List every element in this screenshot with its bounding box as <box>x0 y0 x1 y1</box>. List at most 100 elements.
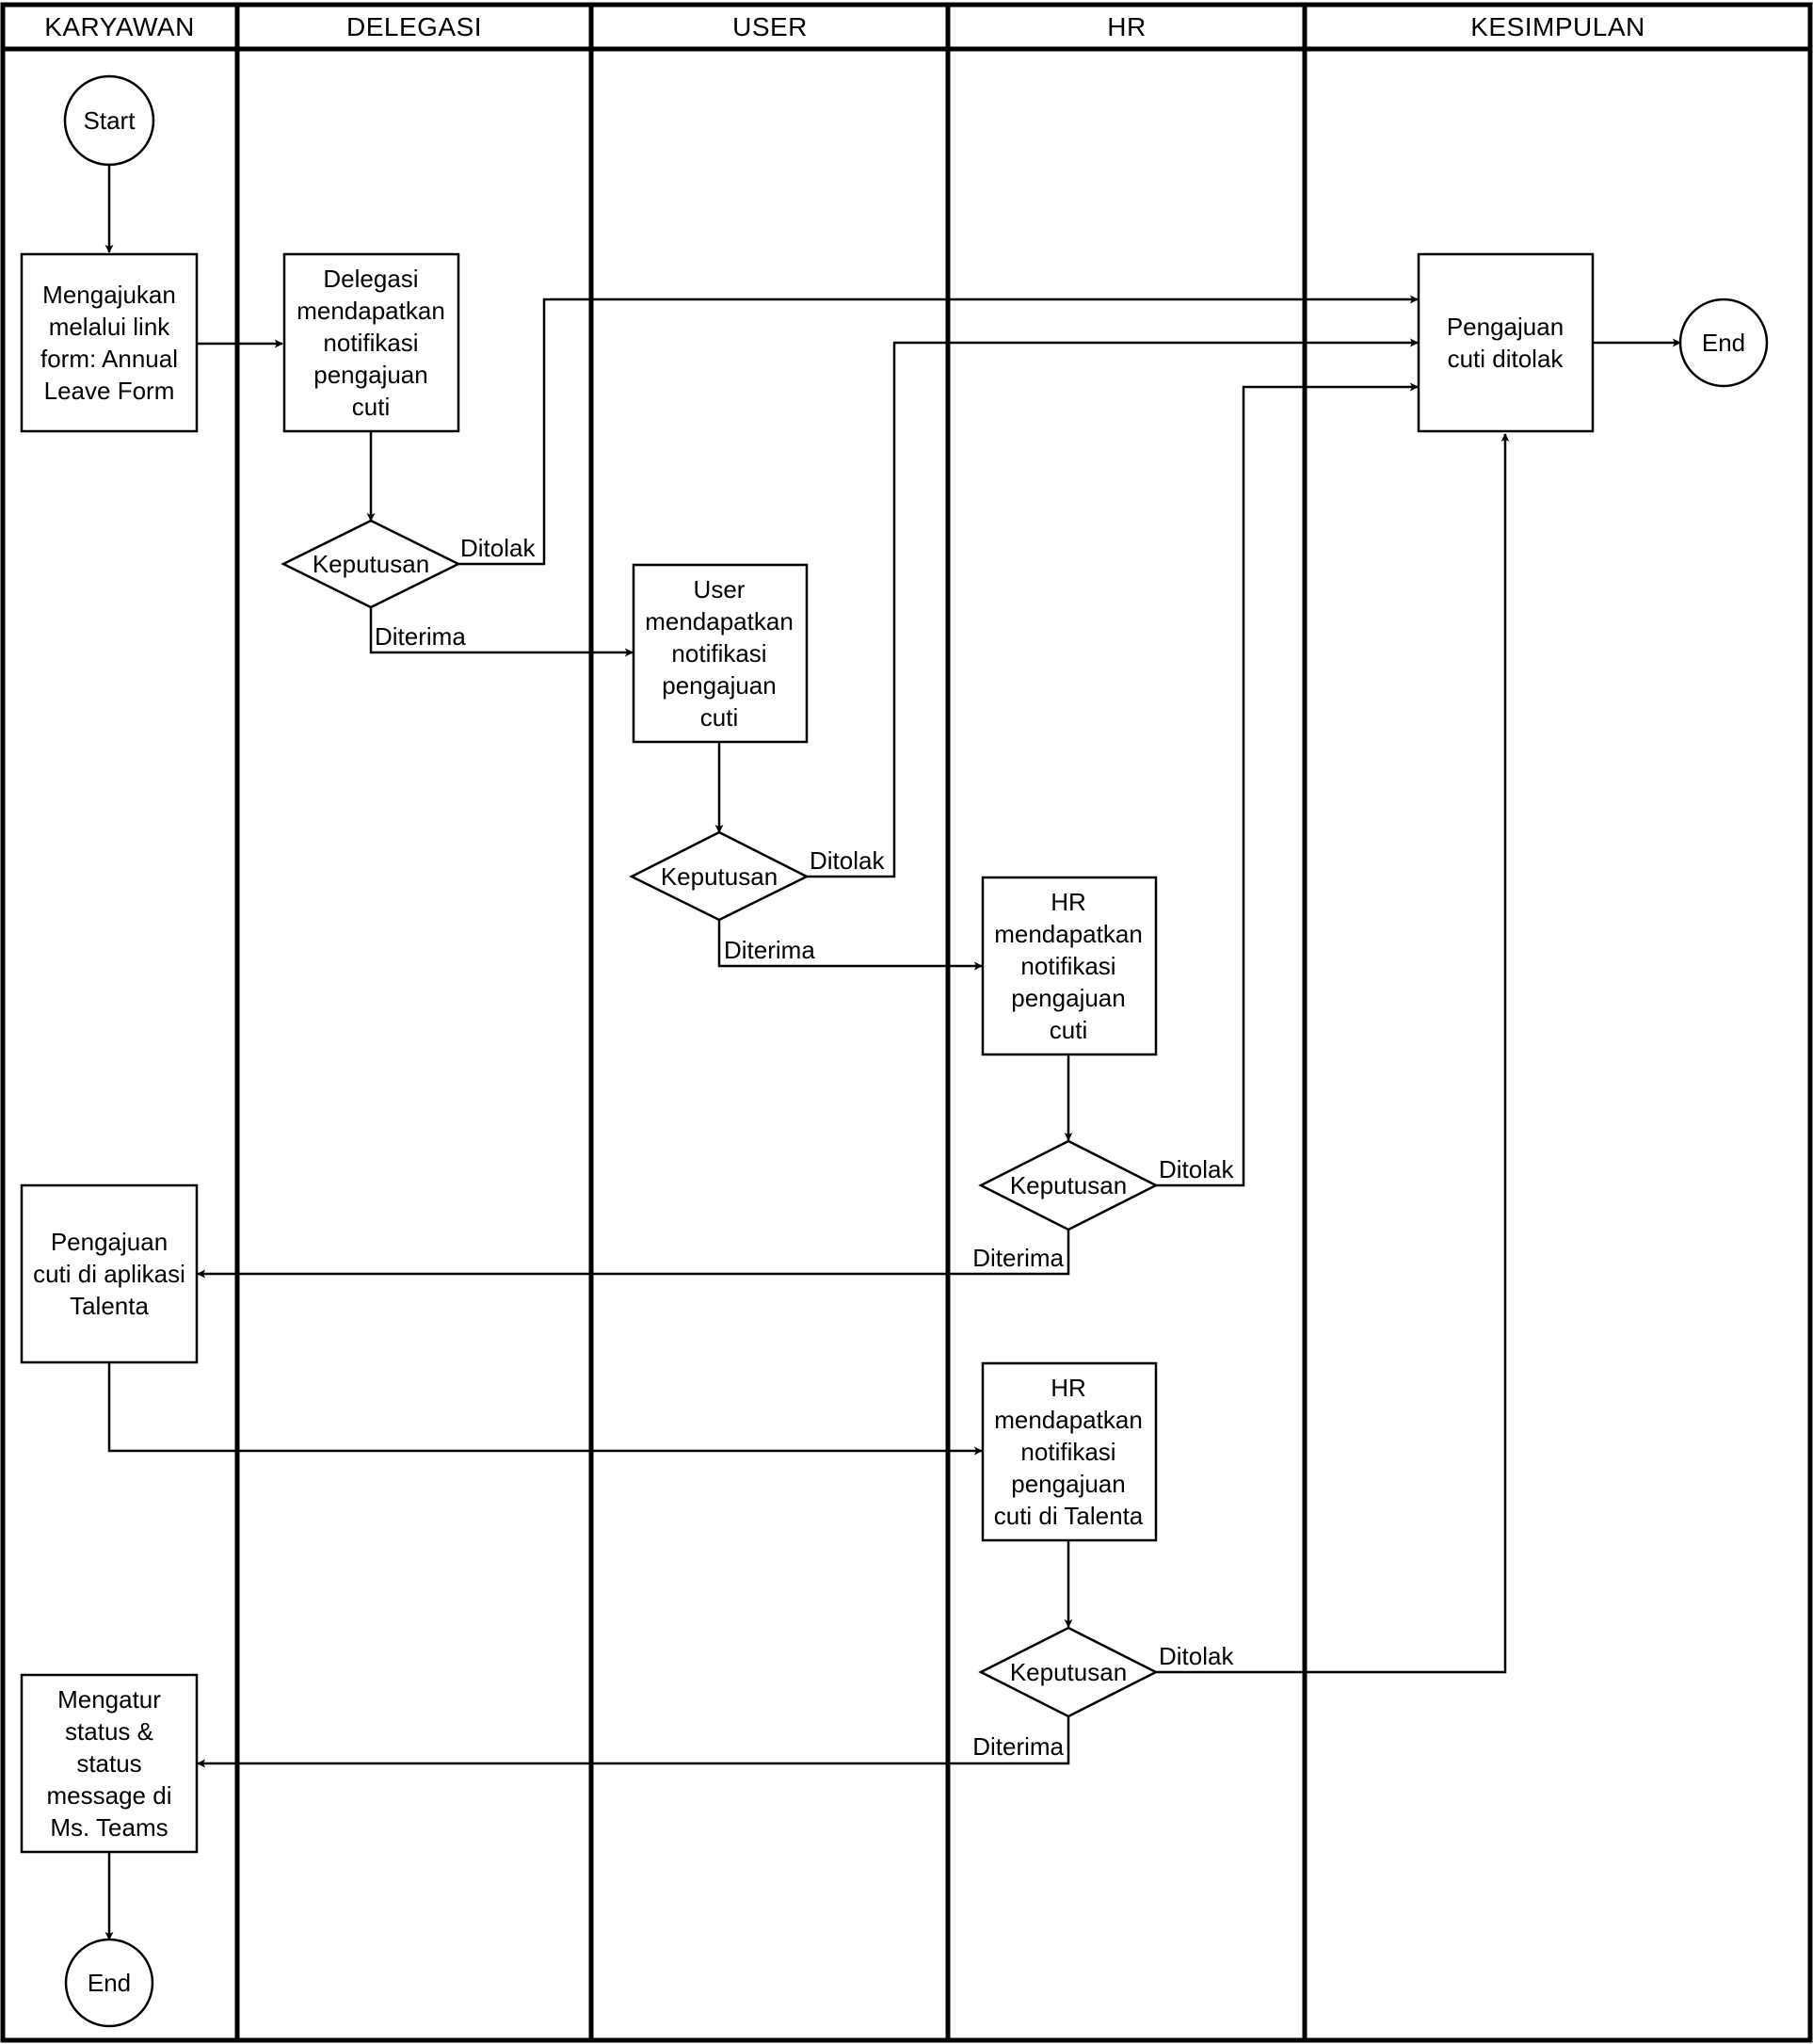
teams-status-node: Mengatur status & status message di Ms. Team… <box>20 1673 199 1854</box>
label-delegasi-diterima: Diterima <box>375 622 466 651</box>
lane-header-hr: HR <box>1107 12 1146 41</box>
label-user-ditolak: Ditolak <box>810 846 885 875</box>
edge-user-rejected <box>807 338 1419 878</box>
edge-talenta-to-hr <box>107 1362 983 1456</box>
node-text-line: cuti <box>1050 1016 1087 1044</box>
user-decision-text: Keputusan <box>661 862 778 891</box>
lane-header-karyawan: KARYAWAN <box>44 12 195 41</box>
node-text-line: cuti <box>352 393 390 421</box>
node-text-line: message di <box>47 1781 172 1810</box>
node-text-line: Keputusan <box>1010 1171 1127 1199</box>
start-text: Start <box>84 106 136 135</box>
node-text-line: cuti ditolak <box>1448 345 1564 373</box>
label-user-diterima: Diterima <box>724 936 815 964</box>
node-text-line: status & <box>65 1717 153 1746</box>
label-hr-talenta-ditolak: Ditolak <box>1159 1642 1234 1670</box>
edge-hr-talenta-rejected <box>1156 433 1510 1674</box>
edge-delegasi-rejected <box>458 295 1419 566</box>
label-hr-diterima: Diterima <box>972 1244 1064 1272</box>
hr-notif-text: HR mendapatkan notifikasi pengajuan cuti <box>994 888 1143 1044</box>
node-text-line: pengajuan <box>1011 984 1125 1012</box>
end-node-right: End <box>1678 298 1769 388</box>
hr-decision-text: Keputusan <box>1010 1171 1127 1199</box>
node-text-line: Pengajuan <box>51 1228 168 1256</box>
lane-header-delegasi: DELEGASI <box>346 12 482 41</box>
node-text-line: pengajuan <box>1011 1470 1125 1498</box>
rejected-text: Pengajuan cuti ditolak <box>1447 313 1564 373</box>
start-node: Start <box>63 74 155 167</box>
label-hr-ditolak: Ditolak <box>1159 1155 1234 1183</box>
node-text-line: Leave Form <box>44 377 175 405</box>
node-text-line: notifikasi <box>671 639 766 668</box>
label-hr-talenta-diterima: Diterima <box>972 1732 1064 1761</box>
node-text-line: Keputusan <box>661 862 778 891</box>
edge-user-accepted <box>717 920 983 971</box>
node-text-line: notifikasi <box>323 329 418 357</box>
node-text-line: mendapatkan <box>297 297 445 325</box>
label-delegasi-ditolak: Ditolak <box>460 534 536 562</box>
node-text-line: Pengajuan <box>1447 313 1564 341</box>
node-text-line: Keputusan <box>313 550 429 578</box>
node-text-line: cuti di aplikasi <box>33 1260 185 1288</box>
hr-talenta-notif-node: HR mendapatkan notifikasi pengajuan cuti di … <box>981 1361 1158 1542</box>
node-text-line: pengajuan <box>662 671 776 700</box>
node-text-line: mendapatkan <box>994 1406 1143 1434</box>
node-text-line: cuti di Talenta <box>994 1502 1144 1530</box>
hr-talenta-decision-node: Keputusan <box>978 1626 1159 1718</box>
delegasi-decision-node: Keputusan <box>281 519 461 609</box>
end-right-text: End <box>1702 329 1745 357</box>
delegasi-notif-node: Delegasi mendapatkan notifikasi pengajuan cu… <box>282 252 460 433</box>
hr-talenta-decision-text: Keputusan <box>1010 1658 1127 1686</box>
edge-labels: Ditolak Diterima Ditolak Diterima Ditola… <box>375 534 1234 1761</box>
node-text-line: notifikasi <box>1020 1438 1115 1466</box>
hr-notif-node: HR mendapatkan notifikasi pengajuan cuti <box>981 876 1158 1056</box>
user-notif-node: User mendapatkan notifikasi pengajuan cuti <box>632 563 809 744</box>
edges <box>104 165 1681 1940</box>
edge-hr-rejected <box>1156 382 1419 1187</box>
node-text-line: End <box>1702 329 1745 357</box>
node-text-line: Keputusan <box>1010 1658 1127 1686</box>
node-text-line: Start <box>84 106 136 135</box>
hr-talenta-notif-text: HR mendapatkan notifikasi pengajuan cuti di … <box>994 1374 1144 1530</box>
hr-decision-node: Keputusan <box>978 1139 1159 1231</box>
node-text-line: cuti <box>700 703 738 732</box>
node-text-line: Ms. Teams <box>50 1813 168 1842</box>
node-text-line: Delegasi <box>323 265 418 293</box>
end-bottom-text: End <box>88 1969 131 1997</box>
lane-headers: KARYAWAN DELEGASI USER HR KESIMPULAN <box>44 12 1645 41</box>
node-text-line: Mengajukan <box>42 281 176 309</box>
rejected-node: Pengajuan cuti ditolak <box>1417 252 1595 433</box>
edge-hr-talenta-accepted <box>197 1716 1070 1768</box>
node-text-line: mendapatkan <box>994 920 1143 948</box>
node-text-line: End <box>88 1969 131 1997</box>
lane-header-user: USER <box>732 12 808 41</box>
node-text-line: notifikasi <box>1020 952 1115 980</box>
node-text-line: HR <box>1051 1374 1086 1402</box>
node-text-line: mendapatkan <box>645 607 794 636</box>
node-text-line: status <box>76 1749 141 1778</box>
node-text-line: Mengatur <box>57 1685 161 1714</box>
node-text-line: HR <box>1051 888 1086 916</box>
delegasi-decision-text: Keputusan <box>313 550 429 578</box>
nodes: Start Mengajukan melalui link form: Annual… <box>20 74 1769 2028</box>
user-decision-node: Keputusan <box>629 830 810 922</box>
node-text-line: Talenta <box>70 1292 149 1320</box>
node-text-line: form: Annual <box>40 345 178 373</box>
node-text-line: User <box>694 575 746 604</box>
lane-header-kesimpulan: KESIMPULAN <box>1470 12 1645 41</box>
delegasi-notif-text: Delegasi mendapatkan notifikasi pengajuan cu… <box>297 265 445 421</box>
node-text-line: melalui link <box>49 313 171 341</box>
node-text-line: pengajuan <box>313 361 427 389</box>
end-node-bottom: End <box>64 1938 154 2028</box>
edge-hr-accepted <box>197 1230 1070 1279</box>
user-notif-text: User mendapatkan notifikasi pengajuan cuti <box>645 575 794 732</box>
edge-delegasi-accepted <box>369 607 634 657</box>
teams-status-text: Mengatur status & status message di Ms. Team… <box>47 1685 172 1842</box>
